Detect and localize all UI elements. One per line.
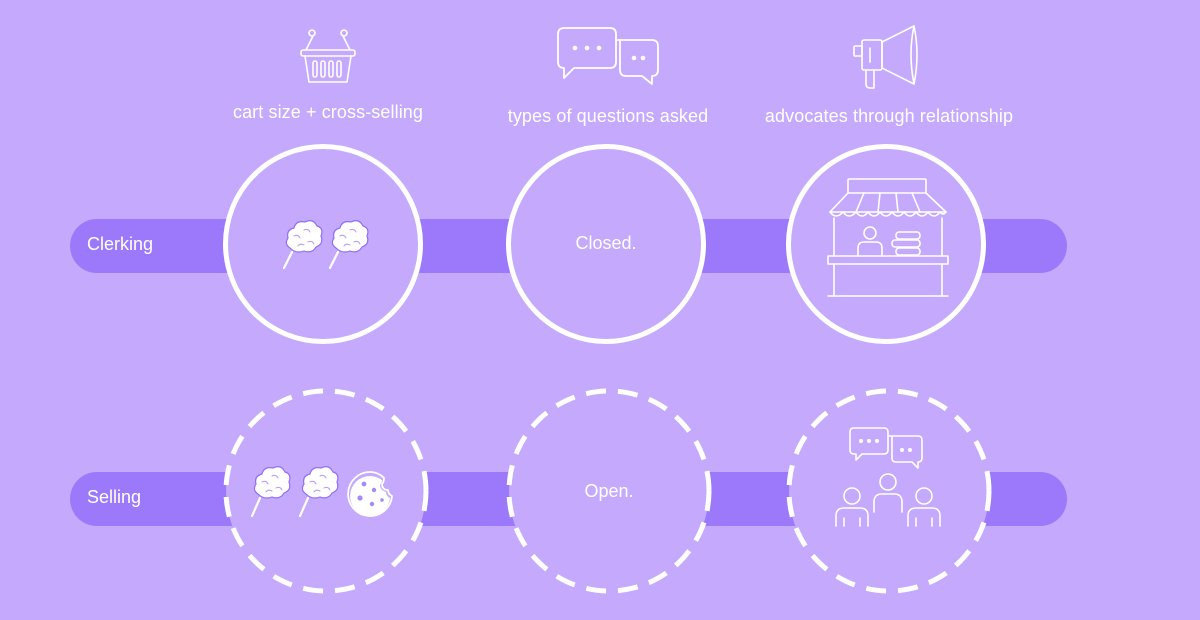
chat-bubbles-icon [556, 26, 660, 88]
clerking-cart-circle [223, 144, 423, 344]
row-label-selling: Selling [87, 487, 142, 507]
group-conversation-icon [832, 426, 944, 530]
selling-advocates-circle [786, 388, 992, 594]
megaphone-icon [852, 24, 922, 90]
column-label-cart: cart size + cross-selling [232, 102, 424, 122]
clerking-advocates-circle [786, 144, 986, 344]
column-label-advocates: advocates through relationship [764, 106, 1014, 126]
selling-questions-value: Open. [584, 481, 634, 501]
market-stall-icon [826, 176, 950, 300]
clerking-questions-circle [506, 144, 706, 344]
row-label-clerking: Clerking [87, 234, 154, 254]
column-label-questions: types of questions asked [507, 106, 709, 126]
cotton-candy-cookie-icon [246, 462, 406, 522]
cotton-candy-icon [278, 216, 374, 272]
selling-questions-circle [506, 388, 712, 594]
shopping-basket-icon [298, 28, 358, 86]
clerking-questions-value: Closed. [575, 233, 637, 253]
